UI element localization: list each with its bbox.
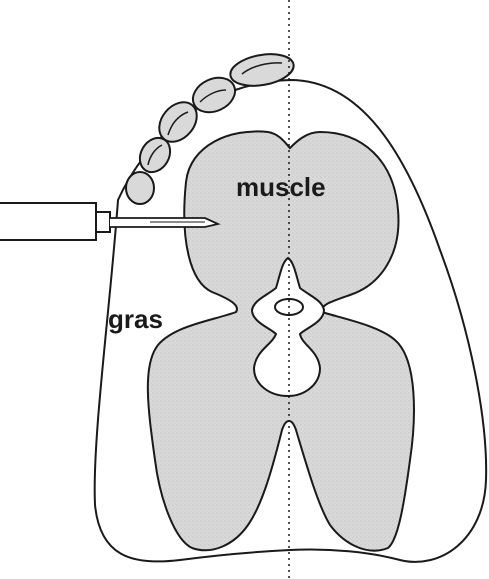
muscle-label: muscle [236,172,326,202]
fat-label: gras [108,304,163,334]
